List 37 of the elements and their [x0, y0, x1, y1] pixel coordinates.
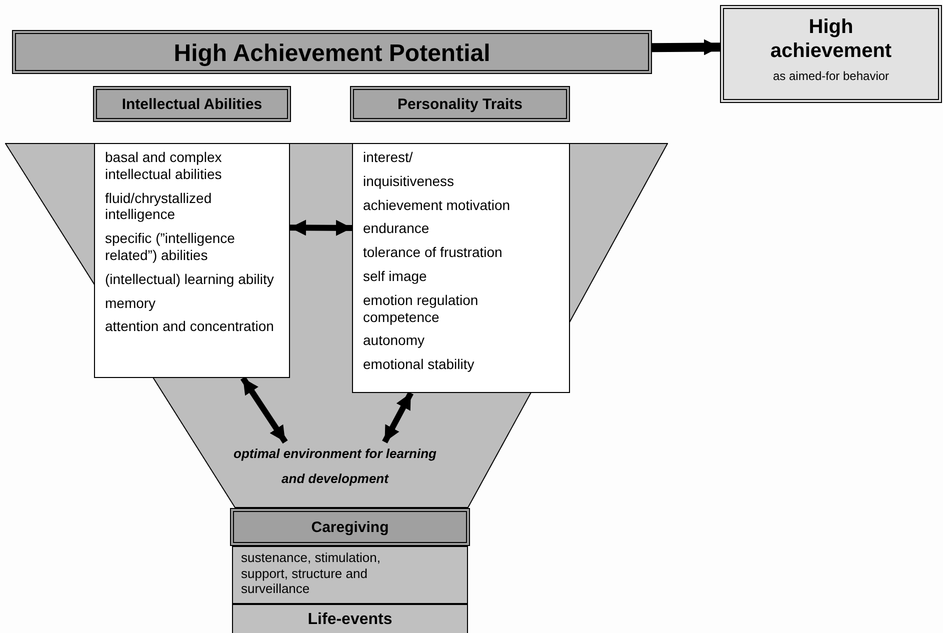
list-item: self image	[363, 268, 428, 285]
list-item: interest/	[363, 149, 414, 166]
list-box	[352, 143, 570, 393]
result-text: as aimed-for behavior	[772, 69, 890, 84]
funnel-label: optimal environment for learning and development	[222, 442, 448, 498]
list-item: emotional stability	[363, 356, 476, 373]
list-item: inquisitiveness	[363, 172, 456, 190]
category-box	[93, 86, 291, 122]
arrow	[652, 39, 720, 56]
list-item: (intellectual) learning ability	[105, 270, 275, 288]
list-box	[94, 143, 290, 378]
arrow	[290, 220, 352, 236]
list-item: tolerance of frustration	[363, 244, 504, 261]
section-title: Caregiving	[310, 519, 390, 537]
category-box	[350, 86, 570, 122]
arrow	[240, 376, 288, 444]
description-text: sustenance, stimulation, support, structure and surveillance	[241, 550, 382, 597]
arrow	[382, 392, 414, 444]
list-item: memory	[105, 294, 157, 312]
section-title: Life-events	[306, 610, 394, 630]
list-item: fluid/chrystallized intelligence	[105, 190, 213, 224]
list-item: endurance	[363, 220, 430, 238]
result-box	[720, 5, 942, 103]
header-box	[12, 30, 652, 74]
section-box	[232, 604, 468, 633]
header-text: High Achievement Potential	[172, 40, 492, 69]
result-text: High achievement	[769, 15, 893, 63]
list-item: achievement motivation	[363, 196, 512, 214]
category-title: Intellectual Abilities	[120, 96, 264, 114]
category-title: Personality Traits	[396, 96, 524, 114]
list-item: specific (”intelligence related”) abilities	[105, 230, 236, 264]
list-item: autonomy	[363, 332, 426, 350]
list-item: emotion regulation competence	[363, 292, 480, 326]
description-box	[232, 546, 468, 604]
list-item: attention and concentration	[105, 318, 275, 336]
list-item: basal and complex intellectual abilities	[105, 149, 223, 183]
caregiving-box	[230, 508, 470, 546]
